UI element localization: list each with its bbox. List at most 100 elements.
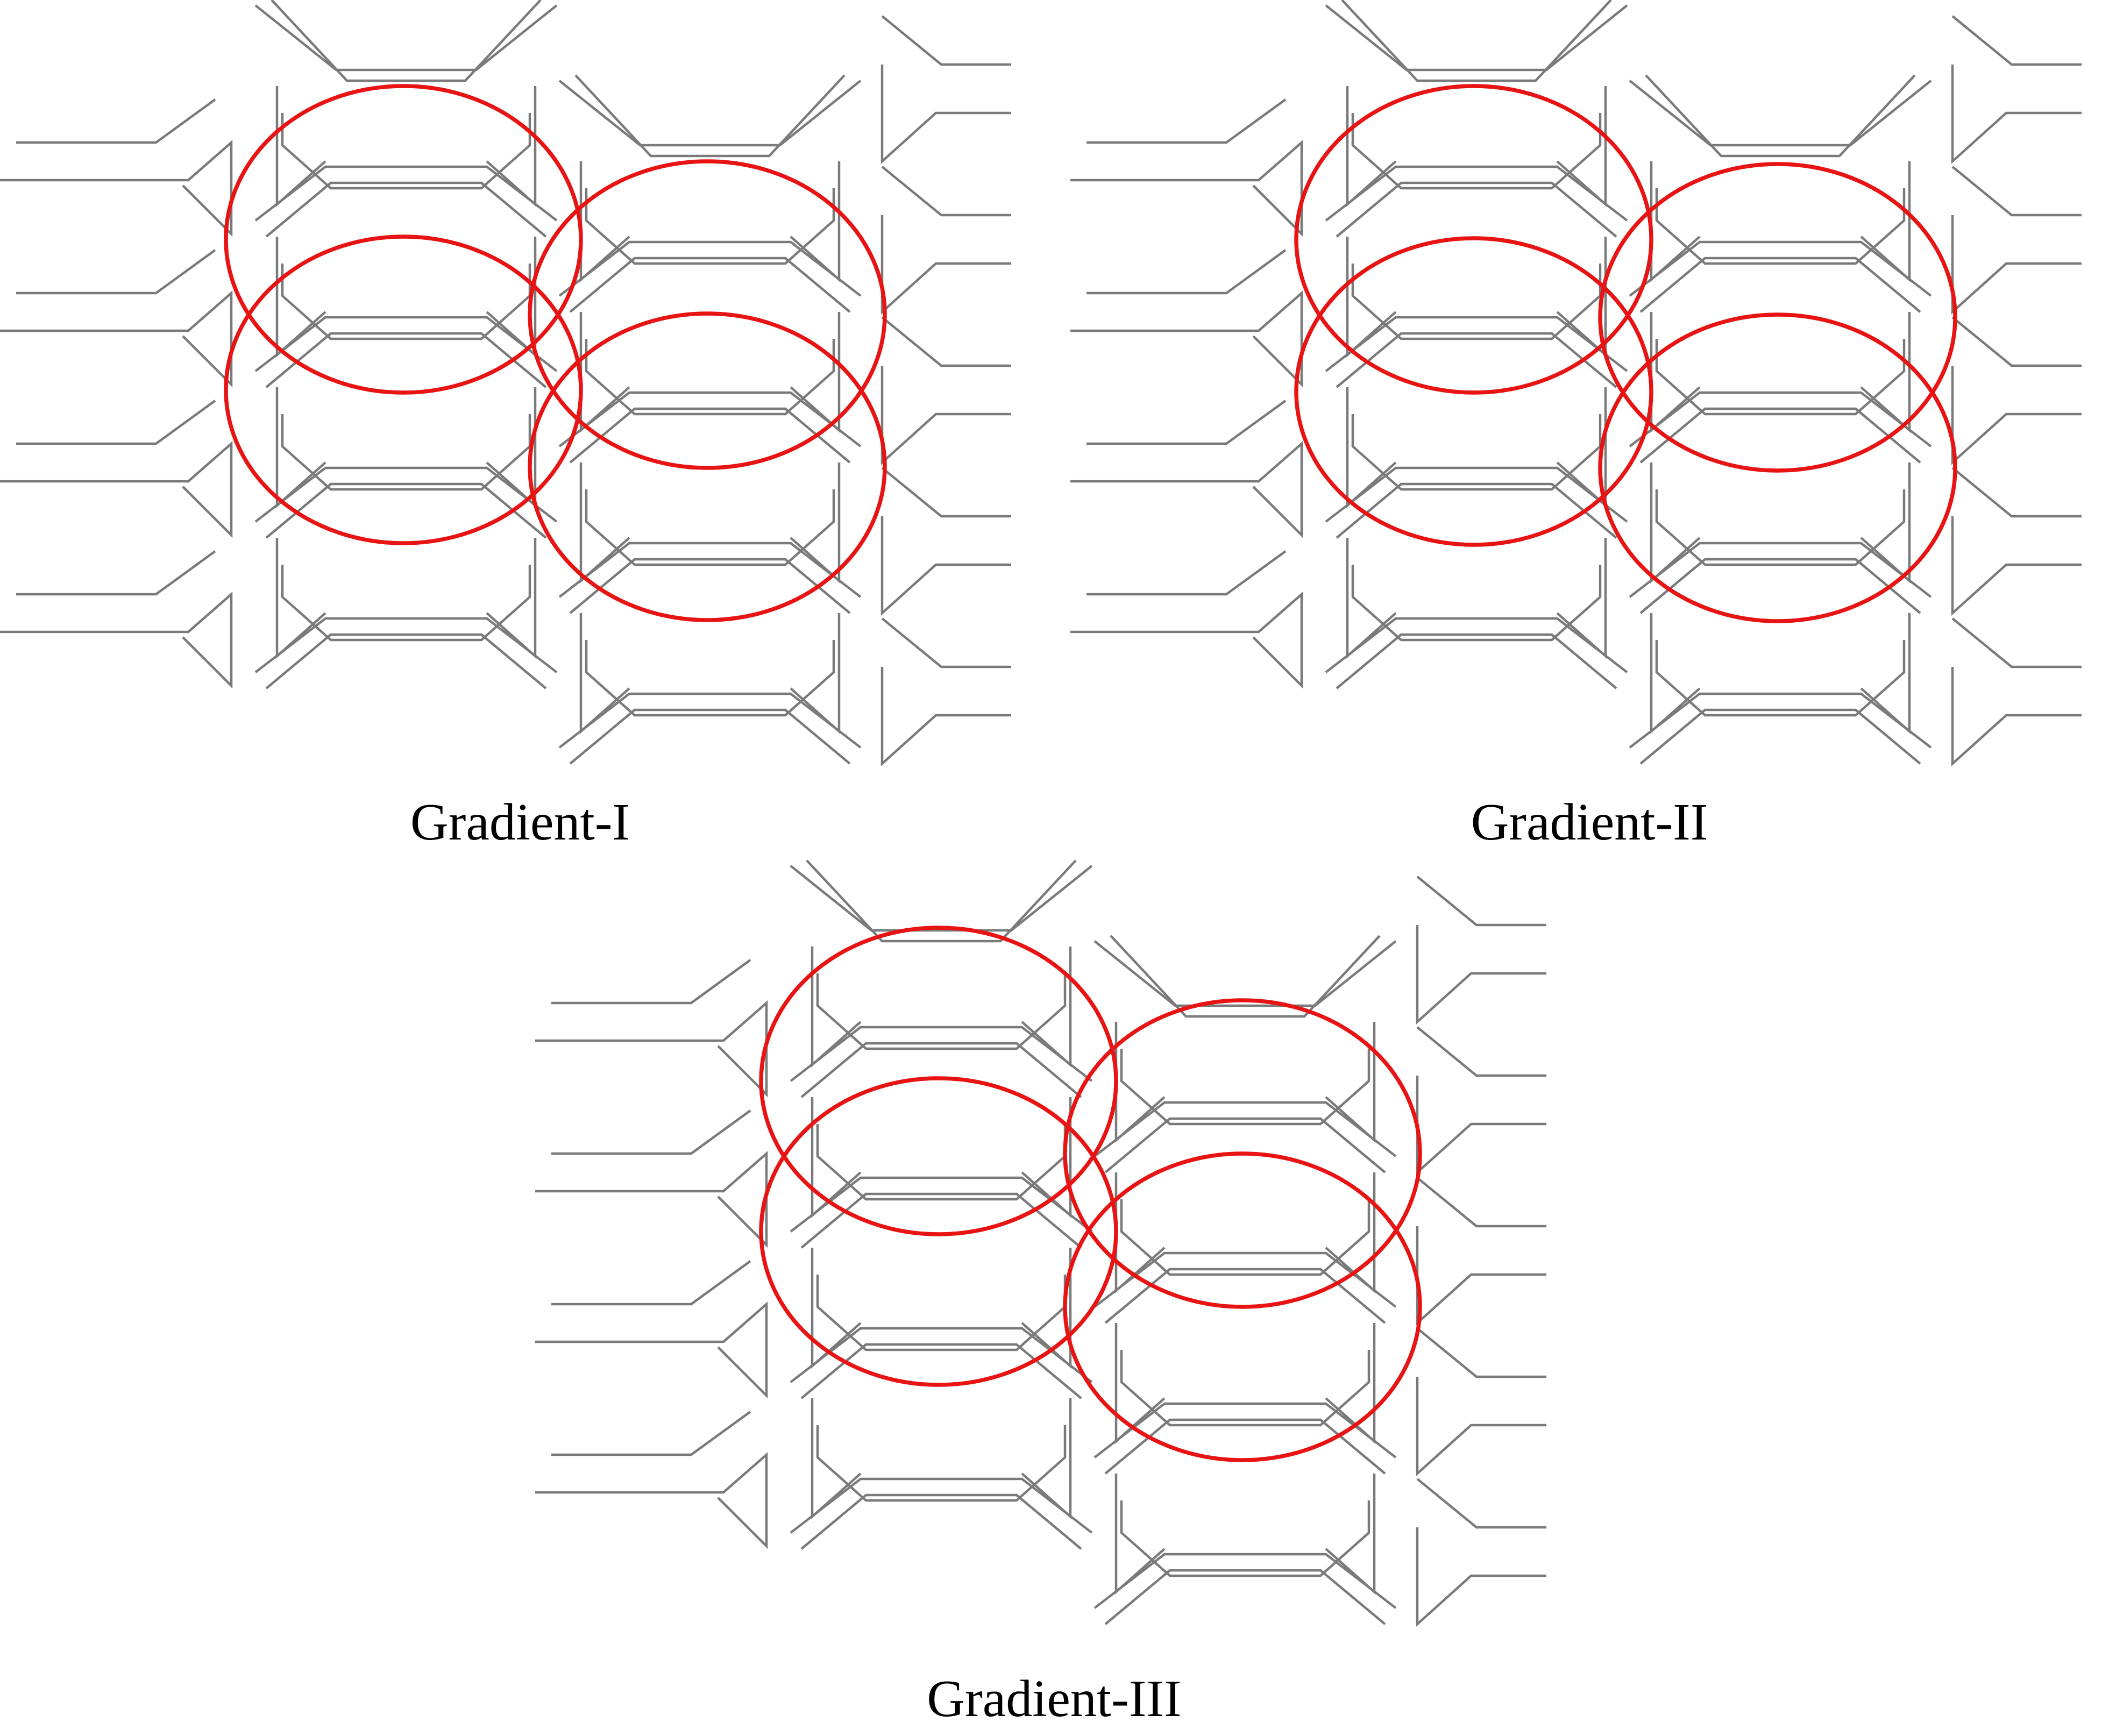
p3-col2-top-chev-a [1093,940,1397,1007]
p3-right-b-0 [1416,925,1546,1025]
p2-col1-top-chev-a [1325,4,1628,72]
p1-col1-hex-1 [281,264,531,340]
p2-col2-chev-b-3 [1639,708,1921,765]
p2-col1-chev-a-0 [1325,165,1628,222]
p3-col2-top-chev-b [1110,935,1381,1018]
p2-col2-hex-3 [1655,640,1906,717]
p2-left-b-2 [1070,441,1303,538]
p3-col1-chev-b-2 [800,1343,1082,1399]
p3-right-b-4 [1416,1527,1546,1627]
p2-col1-top-chev-b [1341,0,1612,82]
p3-col1-chev-b-0 [800,1042,1082,1098]
p2-left-a-1 [1086,249,1287,295]
p2-col2-chev-b-0 [1639,257,1921,313]
p2-col2-chev-a-2 [1629,542,1932,598]
p3-left-a-3 [551,1411,751,1456]
p3-left-b-1 [535,1151,768,1248]
p3-right-a-0 [1416,876,1546,927]
p1-col2-chev-b-2 [569,558,851,614]
p3-left-b-2 [535,1301,768,1399]
p3-col1-chev-a-1 [790,1176,1093,1233]
caption-gradient-1: Gradient-I [410,793,630,851]
p3-right-b-3 [1416,1377,1546,1477]
p3-col1-chev-a-0 [790,1026,1093,1082]
p2-col1-chev-b-1 [1336,332,1617,388]
p2-right-b-3 [1951,516,2082,616]
p1-col1-top-chev-a [254,4,558,72]
p2-col2-hex-1 [1655,339,1906,416]
p1-right-b-4 [880,667,1011,767]
p1-col2-top-chev-a [558,80,862,147]
p1-col1-hex-0 [281,113,531,190]
p2-col1-hex-0 [1351,113,1602,190]
p2-col2-chev-a-0 [1629,240,1932,297]
p2-col1-chev-a-1 [1325,316,1628,372]
caption-gradient-3: Gradient-III [927,1670,1182,1728]
p3-col2-chev-a-0 [1093,1101,1397,1157]
p1-left-a-1 [16,249,216,295]
p2-right-a-1 [1951,166,2082,217]
p3-col2-hex-3 [1120,1500,1370,1577]
p1-right-a-3 [881,467,1011,518]
highlight-ellipse-2 [759,1076,1118,1387]
p3-col1-hex-2 [816,1275,1067,1351]
p1-col2-chev-b-0 [569,257,851,313]
p1-right-b-1 [880,215,1011,315]
p3-col1-hex-3 [816,1425,1067,1502]
p2-col1-chev-a-2 [1325,466,1628,523]
p1-col1-hex-3 [281,565,531,642]
p3-left-b-3 [535,1452,768,1549]
p2-col1-chev-a-3 [1325,617,1628,673]
p1-right-b-3 [880,516,1011,616]
p1-col1-chev-a-2 [254,466,558,523]
p2-right-b-4 [1951,667,2082,767]
p1-col2-chev-b-1 [569,407,851,464]
p3-left-a-0 [551,959,751,1005]
panels-root [0,0,2082,1627]
p1-left-a-2 [16,400,216,445]
p2-right-b-2 [1951,366,2082,466]
p1-col1-chev-b-3 [265,633,547,689]
p1-right-b-0 [880,65,1011,165]
highlight-ellipse-3 [528,159,887,470]
p1-col2-chev-a-1 [558,391,862,447]
highlight-ellipse-1 [759,926,1118,1236]
p1-col1-chev-b-2 [265,482,547,539]
p3-left-a-2 [551,1260,751,1306]
p3-col2-chev-a-2 [1093,1402,1397,1458]
highlight-ellipse-1 [224,84,583,395]
p1-col1-chev-b-1 [265,332,547,388]
p2-col2-top-chev-a [1629,80,1932,147]
p3-left-a-1 [551,1109,751,1155]
p1-col1-chev-a-3 [254,617,558,673]
p2-col2-top-chev-b [1645,74,1916,158]
p1-col2-top-chev-b [574,74,846,158]
p3-col1-chev-b-3 [800,1493,1082,1550]
p3-col2-hex-0 [1120,1049,1370,1126]
p2-right-a-0 [1951,15,2082,66]
p1-col1-top-chev-b [271,0,542,82]
p2-col2-chev-b-1 [1639,407,1921,464]
p2-left-b-1 [1070,290,1303,388]
p2-left-a-0 [1086,98,1287,144]
p1-col2-chev-a-2 [558,542,862,598]
p1-col2-hex-2 [585,489,835,566]
p3-col2-chev-b-0 [1104,1117,1386,1173]
p2-left-a-3 [1086,550,1287,596]
p1-col2-hex-0 [585,188,835,265]
p2-right-a-4 [1951,617,2082,668]
p3-col2-hex-1 [1120,1199,1370,1276]
highlight-ellipse-4 [528,311,887,622]
highlight-ellipse-4 [1063,1151,1422,1462]
p1-right-a-2 [881,316,1011,367]
p1-left-b-1 [0,290,233,388]
p2-col2-hex-0 [1655,188,1906,265]
p3-col1-chev-a-2 [790,1327,1093,1383]
p1-col1-hex-2 [281,414,531,491]
p3-col1-chev-b-1 [800,1192,1082,1249]
p1-left-b-3 [0,592,233,689]
p3-right-a-4 [1416,1478,1546,1529]
p2-col2-hex-2 [1655,489,1906,566]
p1-right-a-0 [881,15,1011,66]
p3-col1-hex-1 [816,1124,1067,1201]
